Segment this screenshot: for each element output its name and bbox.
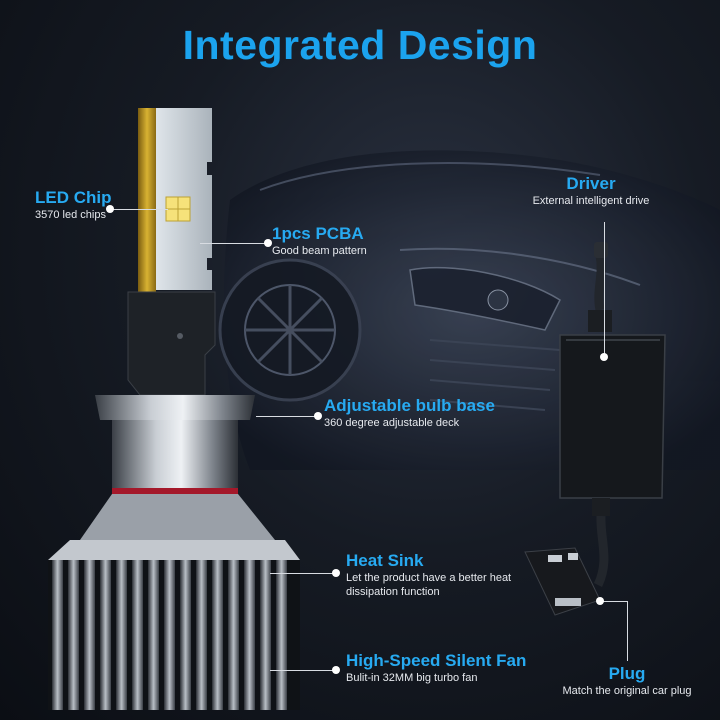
heat-sink-leader xyxy=(270,573,335,574)
bulb-base-leader xyxy=(256,416,318,417)
bulb-base-sub: 360 degree adjustable deck xyxy=(324,417,460,429)
driver-sub: External intelligent drive xyxy=(532,195,650,207)
plug-dot xyxy=(596,597,604,605)
bulb-base-title: Adjustable bulb base xyxy=(324,396,495,415)
heat-sink-callout: Heat Sink Let the product have a better … xyxy=(346,551,511,599)
bulb-base-callout: Adjustable bulb base 360 degree adjustab… xyxy=(324,396,495,430)
driver-callout: Driver External intelligent drive xyxy=(526,174,656,208)
plug-title: Plug xyxy=(608,664,646,683)
plug-callout: Plug Match the original car plug xyxy=(552,664,702,698)
bulb-base-dot xyxy=(314,412,322,420)
led-chip-dot xyxy=(106,205,114,213)
led-chip-sub: 3570 led chips xyxy=(35,209,106,221)
led-chip-title: LED Chip xyxy=(35,188,112,207)
plug-leader-h xyxy=(600,601,627,602)
led-board xyxy=(138,108,212,293)
pcba-dot xyxy=(264,239,272,247)
led-chip-callout: LED Chip 3570 led chips xyxy=(35,188,112,222)
fan-title: High-Speed Silent Fan xyxy=(346,651,527,670)
pcba-title: 1pcs PCBA xyxy=(272,224,364,243)
fan-leader xyxy=(270,670,335,671)
fan-sub: Bulit-in 32MM big turbo fan xyxy=(346,672,478,684)
fan-callout: High-Speed Silent Fan Bulit-in 32MM big … xyxy=(346,651,526,685)
fan-dot xyxy=(332,666,340,674)
page-title: Integrated Design xyxy=(182,22,538,68)
heat-sink-title: Heat Sink xyxy=(346,551,424,570)
driver-box xyxy=(559,242,666,587)
plug-connector xyxy=(524,547,601,616)
pcba-sub: Good beam pattern xyxy=(272,245,367,257)
heat-sink-sub-1: Let the product have a better heat xyxy=(346,572,512,584)
plug-sub: Match the original car plug xyxy=(562,685,692,697)
heat-sink-sub-2: dissipation function xyxy=(346,586,440,598)
driver-leader xyxy=(604,222,605,357)
driver-title: Driver xyxy=(566,174,616,193)
heat-sink-fins xyxy=(48,560,300,710)
led-chip-leader xyxy=(108,209,168,210)
heat-sink-dot xyxy=(332,569,340,577)
pcba-leader xyxy=(200,243,265,244)
driver-dot xyxy=(600,353,608,361)
plug-leader-v xyxy=(627,601,628,661)
pcba-callout: 1pcs PCBA Good beam pattern xyxy=(272,224,367,258)
